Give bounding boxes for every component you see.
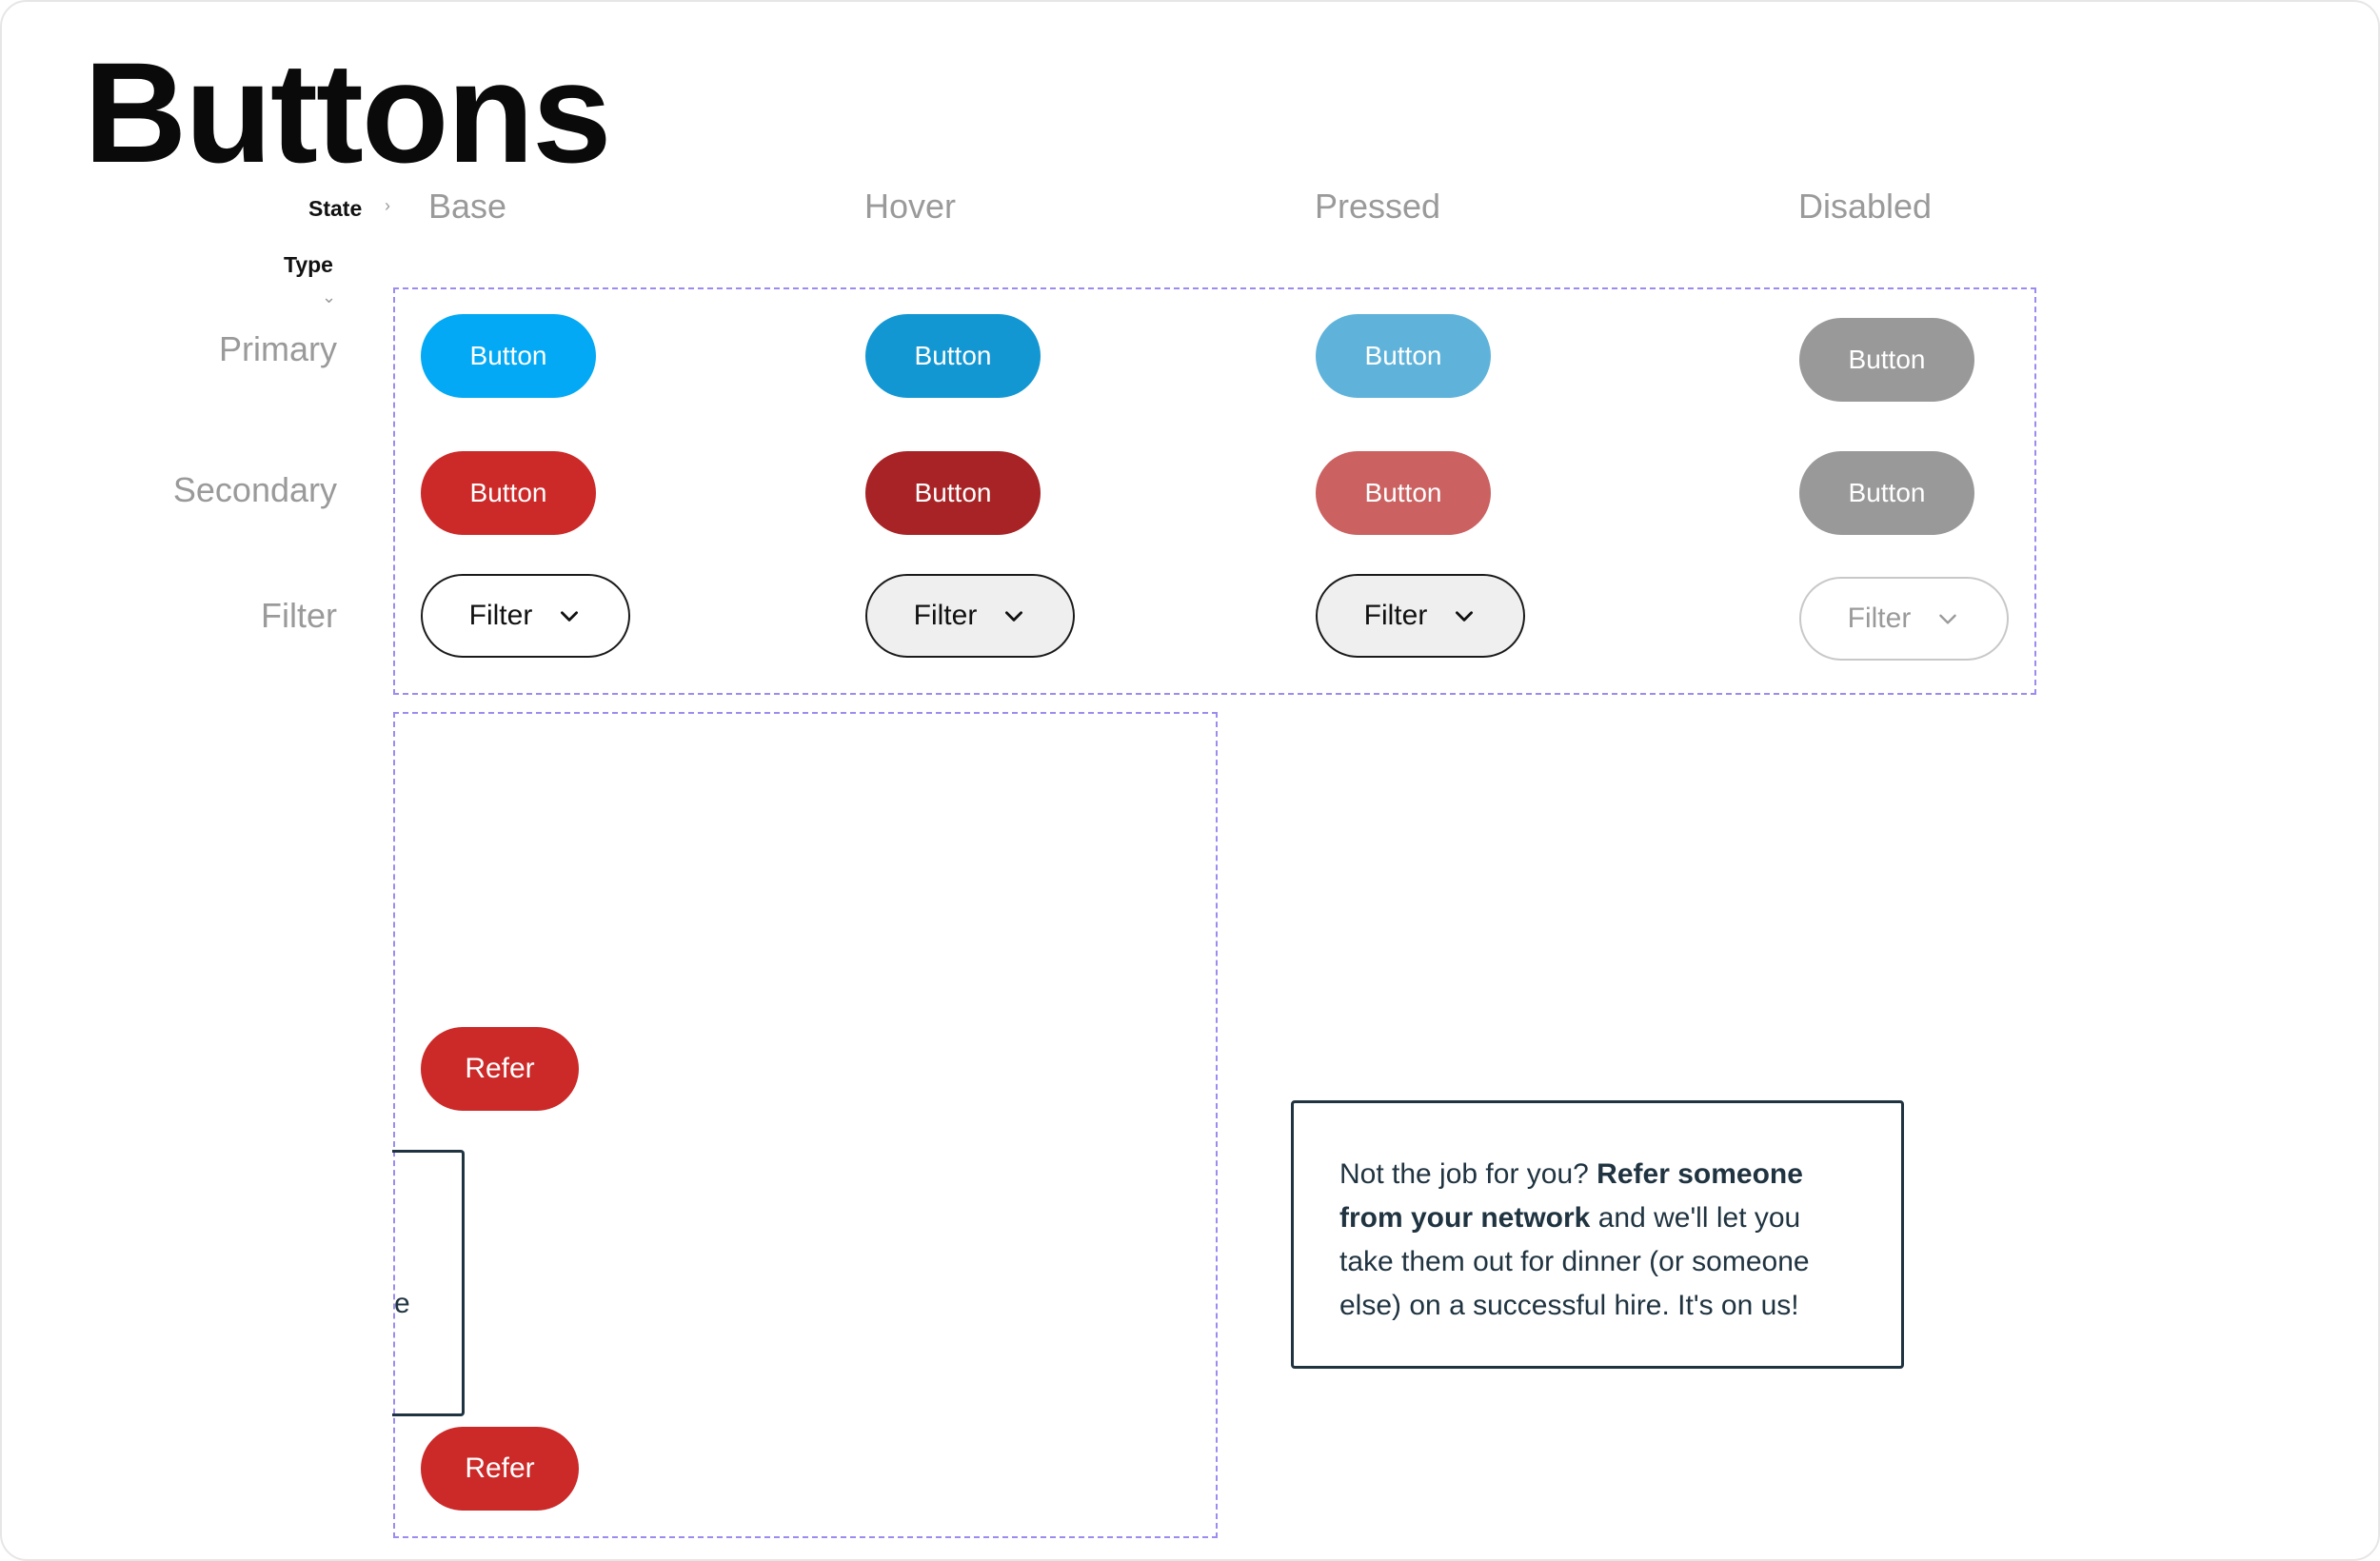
refer-card-bold-text: Refer someone from your network: [1339, 1158, 1803, 1234]
chevron-down-icon: [561, 611, 579, 622]
secondary-button-disabled: Button: [1799, 451, 1974, 535]
chevron-down-icon: [1939, 614, 1957, 624]
column-header-base: Base: [428, 187, 507, 226]
refer-card-text: Not the job for you?: [1339, 1158, 1597, 1190]
column-header-hover: Hover: [864, 187, 957, 226]
secondary-button-base[interactable]: Button: [421, 451, 596, 535]
chevron-down-icon: ⌄: [322, 287, 337, 306]
filter-button-disabled: Filter: [1799, 577, 2009, 661]
refer-button-bottom[interactable]: Refer: [421, 1427, 579, 1511]
filter-button-base[interactable]: Filter: [421, 574, 630, 658]
primary-button-base[interactable]: Button: [421, 314, 596, 398]
chevron-down-icon: [1456, 611, 1474, 622]
chevron-down-icon: [1005, 611, 1023, 622]
filter-label: Filter: [468, 600, 533, 631]
partial-refer-card: e: [392, 1150, 465, 1416]
column-header-disabled: Disabled: [1798, 187, 1933, 226]
primary-button-hover[interactable]: Button: [865, 314, 1041, 398]
chevron-right-icon: ›: [385, 196, 390, 215]
primary-button-disabled: Button: [1799, 318, 1974, 402]
filter-button-hover[interactable]: Filter: [865, 574, 1075, 658]
state-axis-label: State: [308, 196, 363, 221]
partial-card-text: e: [394, 1288, 410, 1319]
primary-button-pressed[interactable]: Button: [1316, 314, 1491, 398]
filter-label: Filter: [1363, 600, 1428, 631]
secondary-button-pressed[interactable]: Button: [1316, 451, 1491, 535]
refer-card-text-end: and we'll let you take them out for dinn…: [1339, 1202, 1810, 1321]
refer-button-top[interactable]: Refer: [421, 1027, 579, 1111]
row-header-filter: Filter: [261, 596, 337, 635]
row-header-secondary: Secondary: [172, 470, 337, 509]
variants-grid-frame: [393, 287, 2036, 695]
secondary-button-hover[interactable]: Button: [865, 451, 1041, 535]
refer-frame: [393, 712, 1218, 1538]
refer-info-card: Not the job for you? Refer someone from …: [1291, 1100, 1904, 1369]
column-header-pressed: Pressed: [1315, 187, 1441, 226]
row-header-primary: Primary: [219, 329, 337, 368]
filter-button-pressed[interactable]: Filter: [1316, 574, 1525, 658]
filter-label: Filter: [913, 600, 978, 631]
page-title: Buttons: [84, 32, 612, 192]
type-axis-label: Type: [284, 252, 333, 277]
filter-label: Filter: [1847, 603, 1912, 634]
